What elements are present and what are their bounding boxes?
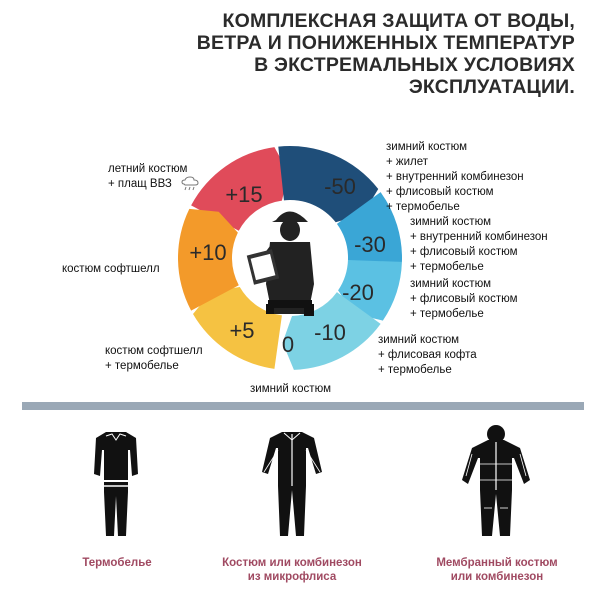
worker-with-clipboard-icon: [246, 211, 314, 316]
title-line: ВЕТРА И ПОНИЖЕННЫХ ТЕМПЕРАТУР: [196, 32, 575, 54]
wheel-segment-value: -10: [314, 320, 346, 345]
label-minus10: зимний костюм + флисовая кофта + термобе…: [378, 334, 477, 376]
wheel-segment-value: +10: [189, 240, 226, 265]
wheel-segment-value: -30: [354, 232, 386, 257]
wheel-segment: [193, 287, 282, 369]
thermal-underwear-icon: [94, 432, 138, 536]
label-plus10: костюм софтшелл: [62, 263, 160, 275]
wheel-segment-value: 0: [282, 332, 294, 357]
wheel-segment: [278, 146, 379, 223]
caption-thermal-underwear: Термобелье: [82, 557, 152, 569]
label-plus15: летний костюм + плащ ВВЗ: [108, 163, 188, 190]
label-minus50: зимний костюм + жилет + внутренний комби…: [386, 141, 524, 213]
section-divider: [22, 402, 584, 410]
temperature-wheel: +15-50-30-20-100+5+10: [178, 146, 402, 370]
label-minus30: зимний костюм + внутренний комбинезон + …: [410, 216, 548, 273]
wheel-segment: [178, 208, 239, 311]
wheel-segment: [191, 147, 289, 231]
wheel-segment: [282, 292, 381, 370]
label-minus20: зимний костюм + флисовый костюм + термоб…: [410, 278, 518, 320]
title-line: КОМПЛЕКСНАЯ ЗАЩИТА ОТ ВОДЫ,: [222, 10, 575, 32]
microfleece-suit-icon: [262, 432, 322, 536]
wheel-segment: [336, 192, 402, 272]
membrane-suit-icon: [462, 425, 530, 536]
wheel-segment-value: +5: [229, 318, 254, 343]
wheel-segment-value: +15: [225, 182, 262, 207]
label-plus5: костюм софтшелл + термобелье: [105, 345, 203, 372]
wheel-segment-value: -50: [324, 174, 356, 199]
rain-cloud-icon: [181, 176, 199, 191]
caption-membrane-suit: Мембранный костюм или комбинезон: [436, 557, 558, 583]
title-line: ЭКСПЛУАТАЦИИ.: [408, 76, 575, 98]
caption-microfleece-suit: Костюм или комбинезон из микрофлиса: [222, 557, 362, 583]
page-title: КОМПЛЕКСНАЯ ЗАЩИТА ОТ ВОДЫ, ВЕТРА И ПОНИ…: [150, 10, 575, 98]
label-zero: зимний костюм: [250, 383, 331, 395]
title-line: В ЭКСТРЕМАЛЬНЫХ УСЛОВИЯХ: [254, 54, 575, 76]
